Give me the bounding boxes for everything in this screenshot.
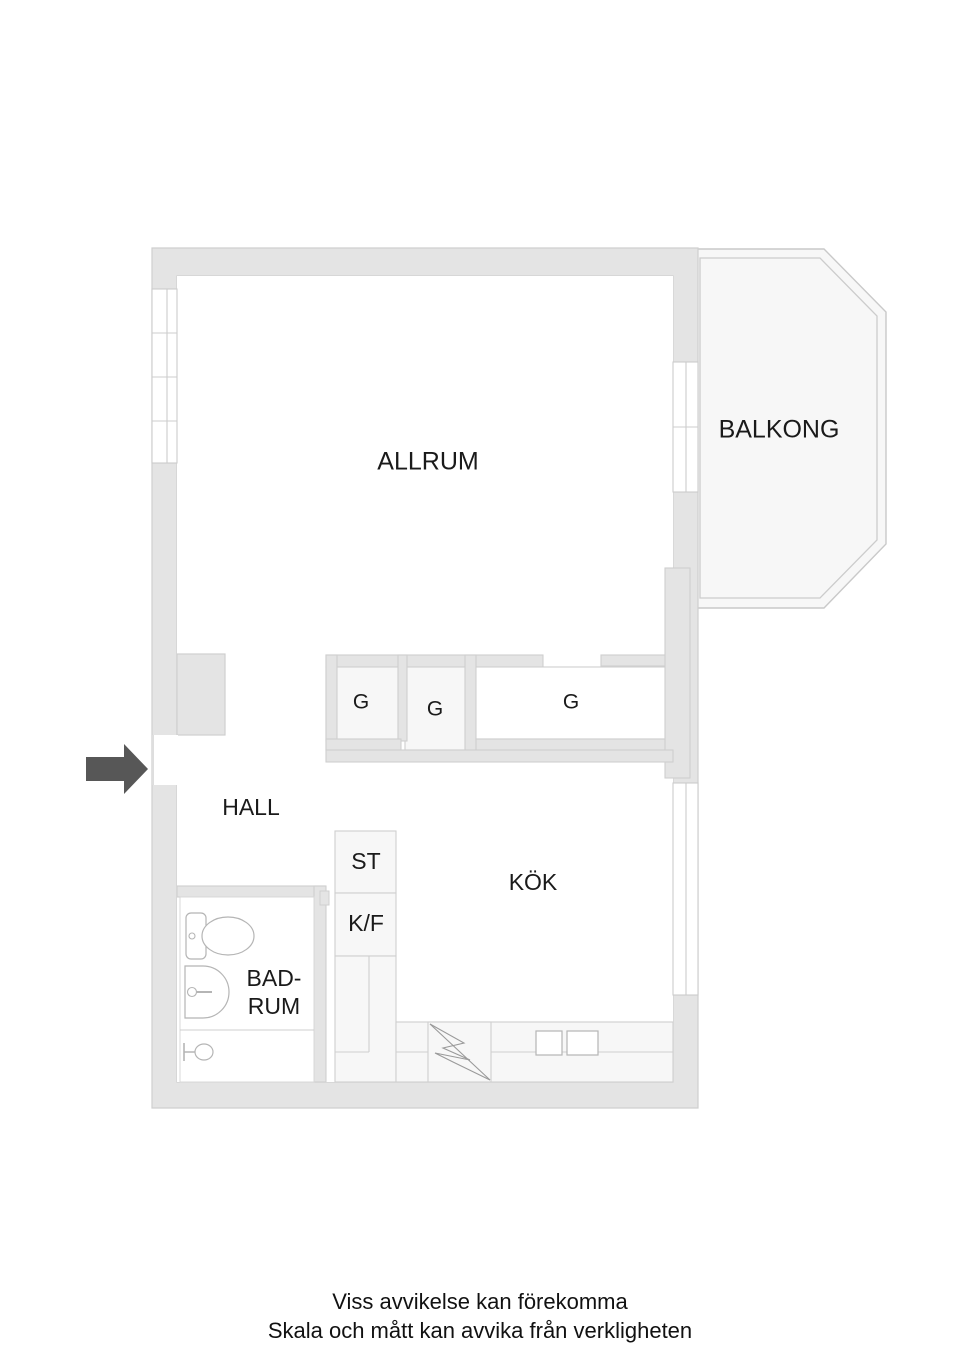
closet-1-left-wall — [325, 654, 338, 751]
closet-row-group — [325, 654, 674, 751]
storage-label-closet-1: G — [353, 691, 369, 714]
window-group-right-allrum — [672, 361, 699, 493]
closet-2-box — [404, 666, 468, 751]
closet-top-wall — [325, 654, 544, 668]
stove-burner-right — [566, 1030, 599, 1056]
balcony-railing-line — [699, 257, 878, 599]
room-label-kok: KÖK — [509, 869, 558, 895]
stove-burner-left — [535, 1030, 563, 1056]
entrance-door-opening — [152, 735, 178, 785]
hall-kok-wall — [325, 749, 674, 763]
allrum-kok-vertical-wall — [664, 567, 691, 779]
storage-labels: G G G ST K/F — [348, 691, 579, 937]
sink-drain-icon — [186, 986, 198, 998]
storage-label-closet-3: G — [563, 691, 579, 714]
room-label-badrum-line1: BAD- — [247, 965, 302, 991]
kitchen-counter-group — [334, 955, 674, 1083]
entrance-arrow-icon — [86, 744, 148, 794]
storage-label-closet-2: G — [427, 698, 443, 721]
storage-label-kf: K/F — [348, 910, 384, 936]
st-kf-left-wall-nub — [319, 890, 330, 906]
bathroom-top-wall — [176, 885, 326, 898]
entrance-gap — [152, 735, 178, 785]
wall-protrusion-left — [176, 653, 226, 736]
window-group-left — [151, 288, 178, 464]
dishwasher-lightning-icon — [429, 1023, 491, 1081]
closet-3-box — [475, 666, 674, 740]
closet-3-bottom-wall — [475, 738, 674, 751]
footer-disclaimer: Viss avvikelse kan förekomma Skala och m… — [268, 1289, 692, 1343]
entrance-arrow — [86, 744, 148, 794]
window-group-right-kok — [672, 782, 699, 996]
kitchen-counter-left — [334, 955, 397, 1083]
storage-label-st: ST — [351, 848, 380, 874]
room-label-hall: HALL — [222, 794, 280, 820]
closet-divider-wall-b — [464, 654, 477, 751]
disclaimer-line-1: Viss avvikelse kan förekomma — [332, 1289, 628, 1314]
room-labels: ALLRUM BALKONG HALL KÖK BAD- RUM — [222, 416, 839, 1019]
bathroom-right-wall — [313, 885, 327, 1083]
room-label-allrum: ALLRUM — [377, 448, 478, 476]
bathroom-group — [176, 885, 327, 1083]
hall-wall-nook — [176, 653, 226, 736]
dishwasher-diag-1 — [429, 1023, 491, 1081]
shower-head-icon — [194, 1043, 214, 1061]
kf-closet-box — [334, 892, 397, 957]
toilet-flush-button-icon — [188, 932, 196, 940]
st-closet-box — [334, 830, 397, 894]
window-left-opening — [151, 288, 178, 464]
hall-kok-separator — [325, 749, 674, 763]
toilet-bowl-icon — [201, 916, 255, 956]
st-kf-column-group — [319, 830, 397, 957]
room-label-badrum-line2: RUM — [248, 993, 300, 1019]
interior-right-wall-group — [664, 567, 691, 779]
room-label-balkong: BALKONG — [719, 416, 840, 444]
closet-1-bottom-wall — [325, 738, 402, 751]
closet-divider-wall-a — [397, 654, 408, 742]
closet-3-stub-wall — [600, 654, 674, 667]
disclaimer-line-2: Skala och mått kan avvika från verklighe… — [268, 1318, 692, 1343]
